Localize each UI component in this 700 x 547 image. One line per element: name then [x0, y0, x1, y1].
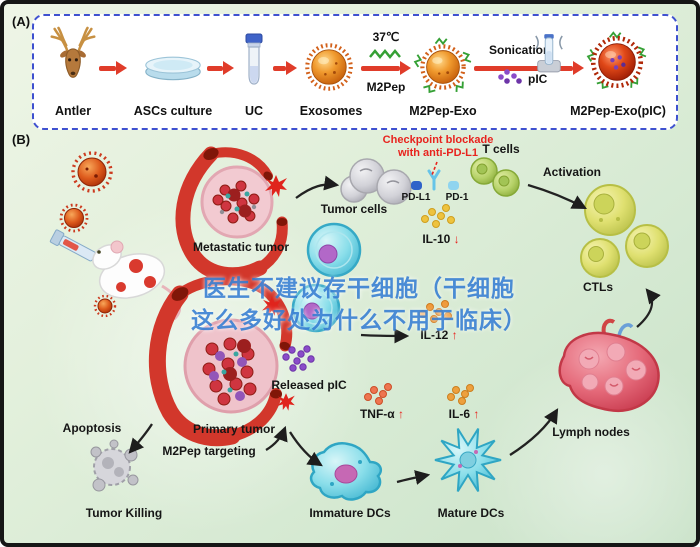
deer-icon — [44, 24, 102, 91]
step-label-uc: UC — [244, 104, 264, 118]
pic-dots-icon — [496, 68, 524, 91]
process-arrow — [273, 61, 297, 75]
lymph-nodes-label: Lymph nodes — [552, 425, 630, 439]
flow-arrows — [128, 175, 661, 485]
apoptosis-label: Apoptosis — [62, 421, 122, 435]
step-label-ascs: ASCs culture — [133, 104, 213, 118]
immature-dcs-label: Immature DCs — [309, 506, 391, 520]
il6-dots-icon — [447, 384, 474, 405]
tumor-killing-label: Tumor Killing — [85, 506, 163, 520]
centrifuge-tube-icon — [242, 32, 266, 97]
sonication-tube-icon — [532, 30, 566, 81]
ctls-label: CTLs — [583, 280, 613, 294]
tumor-cells-icon — [340, 158, 412, 205]
metastatic-tumor-label: Metastatic tumor — [192, 240, 290, 254]
m2pep-peptide-icon — [369, 47, 403, 65]
pd-l1-label: PD-L1 — [401, 192, 431, 203]
t-cells-icon — [470, 157, 520, 197]
step-label-m2pep-exo-pic: M2Pep-Exo(pIC) — [570, 104, 666, 118]
il6-label: IL-6 ↑ — [448, 407, 480, 421]
sonication-note: Sonication — [489, 43, 551, 57]
process-arrow — [474, 61, 584, 75]
process-arrow — [361, 61, 411, 75]
primary-tumor-graphic — [148, 274, 295, 447]
checkpoint-pointer-line — [431, 161, 438, 176]
pd-1-label: PD-1 — [445, 192, 469, 203]
lymph-node-icon — [558, 318, 660, 413]
tumor-cells-label: Tumor cells — [320, 202, 388, 216]
apoptotic-cell-icon — [90, 439, 139, 492]
step-label-antler: Antler — [54, 104, 92, 118]
tam-cell-icon — [291, 222, 362, 333]
petri-dish-icon — [142, 52, 204, 87]
anti-pd-l1-antibody-icon — [427, 169, 441, 191]
burst-icon — [262, 296, 282, 316]
step-label-exosomes: Exosomes — [299, 104, 363, 118]
panel-a: Antler ASCs culture UC — [32, 14, 678, 130]
il10-label: IL-10 ↓ — [422, 232, 460, 246]
checkpoint-blockade-label2: with anti-PD-L1 — [397, 147, 479, 159]
tnf-label: TNF-α ↑ — [359, 407, 405, 421]
ctls-icon — [580, 184, 669, 278]
panel-b-label: (B) — [12, 132, 31, 147]
panel-a-label: (A) — [12, 14, 31, 29]
exosome-icon — [300, 38, 358, 101]
il10-dots-icon — [421, 204, 455, 228]
il12-dots-icon — [419, 300, 452, 323]
tnf-dots-icon — [364, 383, 392, 405]
pd-l1-icon — [411, 181, 422, 190]
m2pep-exosome-icon — [413, 37, 473, 102]
burst-icon — [265, 175, 287, 197]
m2pep-note: M2Pep — [366, 80, 406, 94]
process-arrow — [99, 61, 127, 75]
released-pic-dots-icon — [282, 345, 315, 372]
t-cells-label: T cells — [482, 142, 520, 156]
metastatic-tumor-graphic — [175, 146, 288, 283]
checkpoint-blockade-label: Checkpoint blockade — [382, 134, 494, 146]
m2pep-targeting-label: M2Pep targeting — [162, 444, 256, 458]
exosome-particle-icon — [59, 151, 117, 318]
il12-label: IL-12 ↑ — [420, 328, 458, 342]
burst-icon — [277, 393, 295, 411]
immature-dc-icon — [309, 442, 382, 501]
process-arrow — [207, 61, 234, 75]
pic-note: pIC — [528, 72, 548, 86]
temperature-note: 37℃ — [372, 30, 400, 44]
primary-tumor-label: Primary tumor — [192, 422, 276, 436]
step-label-m2pep-exo: M2Pep-Exo — [409, 104, 477, 118]
m2pep-pic-exosome-icon — [585, 30, 649, 99]
mature-dcs-label: Mature DCs — [437, 506, 505, 520]
mature-dc-icon — [434, 428, 502, 492]
panel-b-graphic — [49, 146, 669, 501]
mouse-icon — [92, 240, 182, 321]
pd-1-icon — [448, 181, 459, 190]
activation-label: Activation — [542, 165, 602, 179]
released-pic-label: Released pIC — [271, 378, 347, 392]
